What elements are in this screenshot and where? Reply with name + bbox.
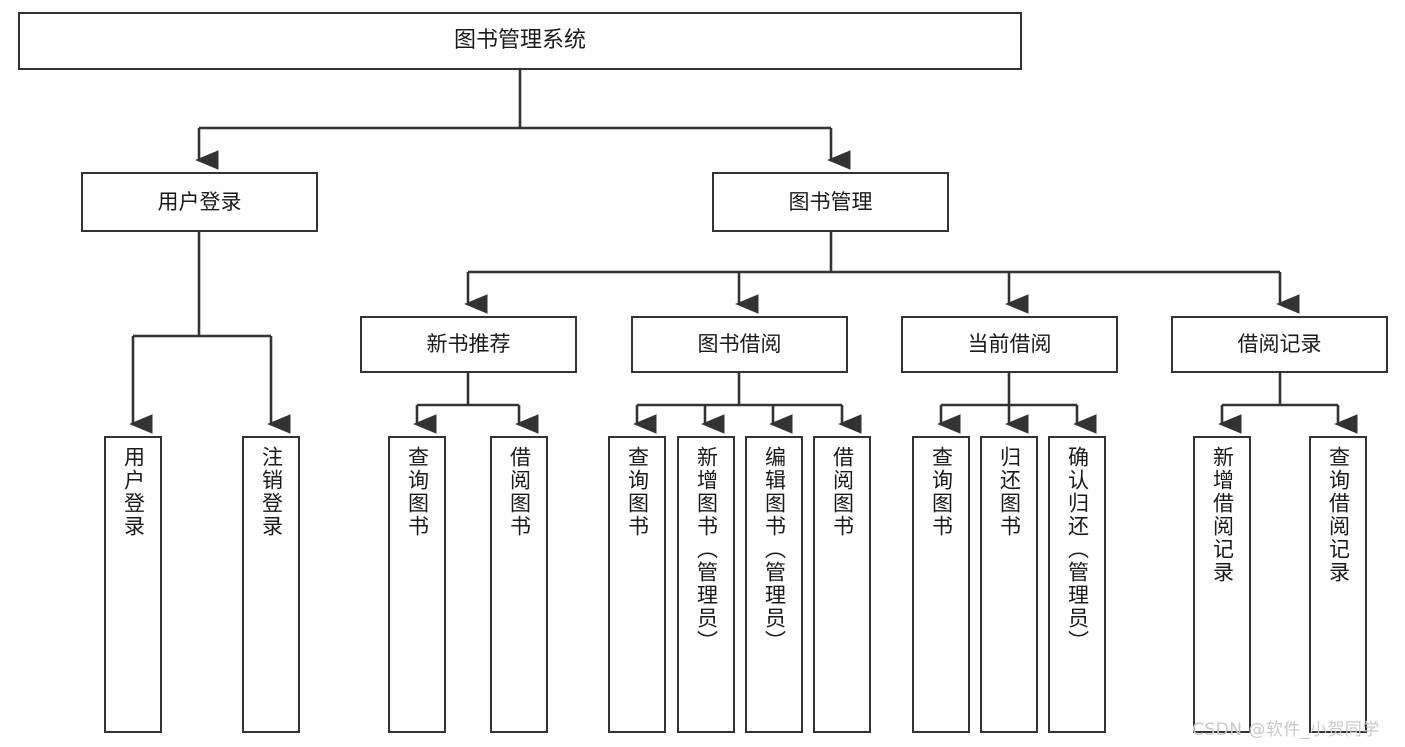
- node-leaf-user-login[interactable]: 用户登录: [104, 436, 162, 733]
- node-leaf-add-book-admin-label: 新增图书（管理员）: [694, 446, 719, 653]
- node-leaf-add-borrow-record[interactable]: 新增借阅记录: [1193, 436, 1251, 733]
- node-leaf-return-book[interactable]: 归还图书: [980, 436, 1038, 733]
- node-leaf-logout[interactable]: 注销登录: [242, 436, 300, 733]
- node-current-borrow[interactable]: 当前借阅: [901, 316, 1118, 373]
- node-leaf-query-borrow-record[interactable]: 查询借阅记录: [1309, 436, 1367, 733]
- node-leaf-query-book-current-label: 查询图书: [929, 446, 954, 538]
- node-leaf-borrow-book-recommend[interactable]: 借阅图书: [490, 436, 548, 733]
- node-leaf-borrow-book-recommend-label: 借阅图书: [507, 446, 532, 538]
- node-book-borrow[interactable]: 图书借阅: [631, 316, 848, 373]
- node-book-management-label: 图书管理: [788, 189, 873, 214]
- node-leaf-user-login-label: 用户登录: [121, 446, 146, 538]
- node-leaf-query-book[interactable]: 查询图书: [608, 436, 666, 733]
- node-new-book-recommend-label: 新书推荐: [426, 332, 511, 357]
- node-leaf-return-book-label: 归还图书: [997, 446, 1022, 538]
- node-leaf-edit-book-admin[interactable]: 编辑图书（管理员）: [745, 436, 803, 733]
- node-leaf-query-book-recommend-label: 查询图书: [405, 446, 430, 538]
- node-leaf-query-book-recommend[interactable]: 查询图书: [388, 436, 446, 733]
- node-borrow-records[interactable]: 借阅记录: [1171, 316, 1388, 373]
- node-user-login[interactable]: 用户登录: [81, 172, 318, 232]
- node-leaf-query-book-current[interactable]: 查询图书: [912, 436, 970, 733]
- node-leaf-borrow-book[interactable]: 借阅图书: [813, 436, 871, 733]
- node-root[interactable]: 图书管理系统: [18, 12, 1022, 70]
- node-user-login-label: 用户登录: [157, 189, 242, 214]
- node-book-borrow-label: 图书借阅: [697, 332, 782, 357]
- node-leaf-edit-book-admin-label: 编辑图书（管理员）: [762, 446, 787, 653]
- node-leaf-confirm-return-admin-label: 确认归还（管理员）: [1065, 446, 1090, 653]
- node-leaf-confirm-return-admin[interactable]: 确认归还（管理员）: [1048, 436, 1106, 733]
- node-new-book-recommend[interactable]: 新书推荐: [360, 316, 577, 373]
- node-book-management[interactable]: 图书管理: [712, 172, 949, 232]
- node-leaf-add-book-admin[interactable]: 新增图书（管理员）: [677, 436, 735, 733]
- node-leaf-query-book-label: 查询图书: [625, 446, 650, 538]
- node-leaf-logout-label: 注销登录: [259, 446, 284, 538]
- csdn-watermark: CSDN @软件_小贺同学: [1192, 720, 1380, 740]
- node-borrow-records-label: 借阅记录: [1237, 332, 1322, 357]
- node-leaf-add-borrow-record-label: 新增借阅记录: [1210, 446, 1235, 584]
- node-leaf-borrow-book-label: 借阅图书: [830, 446, 855, 538]
- node-leaf-query-borrow-record-label: 查询借阅记录: [1326, 446, 1351, 584]
- node-current-borrow-label: 当前借阅: [967, 332, 1052, 357]
- node-root-label: 图书管理系统: [453, 28, 586, 54]
